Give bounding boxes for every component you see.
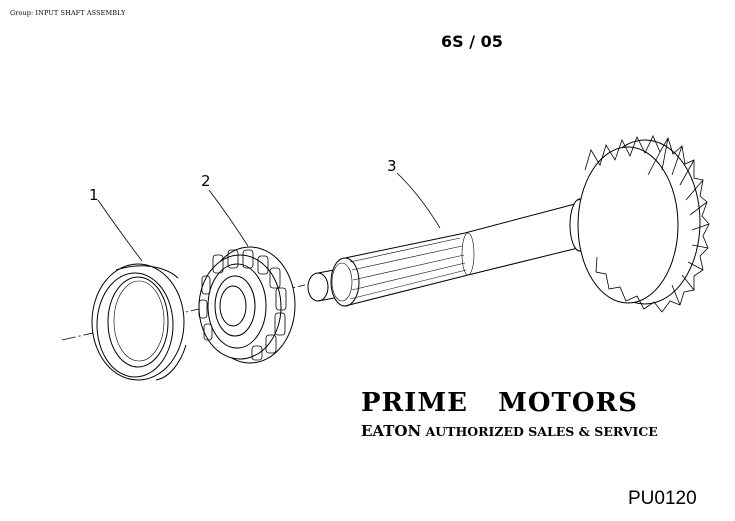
tagline: EATON AUTHORIZED SALES & SERVICE (361, 422, 658, 440)
leader-line-2 (208, 189, 249, 247)
company-name: PRIME MOTORS (361, 388, 638, 418)
service-text: AUTHORIZED SALES & SERVICE (425, 424, 658, 439)
callout-1: 1 (89, 186, 99, 204)
brand-name: EATON (361, 422, 422, 440)
group-label: Group: INPUT SHAFT ASSEMBLY (10, 9, 126, 17)
part-code: PU0120 (628, 488, 697, 509)
callout-2: 2 (201, 172, 211, 190)
bearing-cup-part (91, 263, 187, 381)
bearing-cone-part (198, 246, 296, 364)
leader-line-1 (97, 199, 143, 262)
input-shaft-part (307, 135, 710, 313)
group-prefix: Group: (10, 9, 34, 17)
leader-line-3 (396, 172, 441, 229)
model-label: 6S / 05 (441, 32, 503, 51)
callout-3: 3 (387, 157, 397, 175)
group-name: INPUT SHAFT ASSEMBLY (35, 9, 126, 17)
